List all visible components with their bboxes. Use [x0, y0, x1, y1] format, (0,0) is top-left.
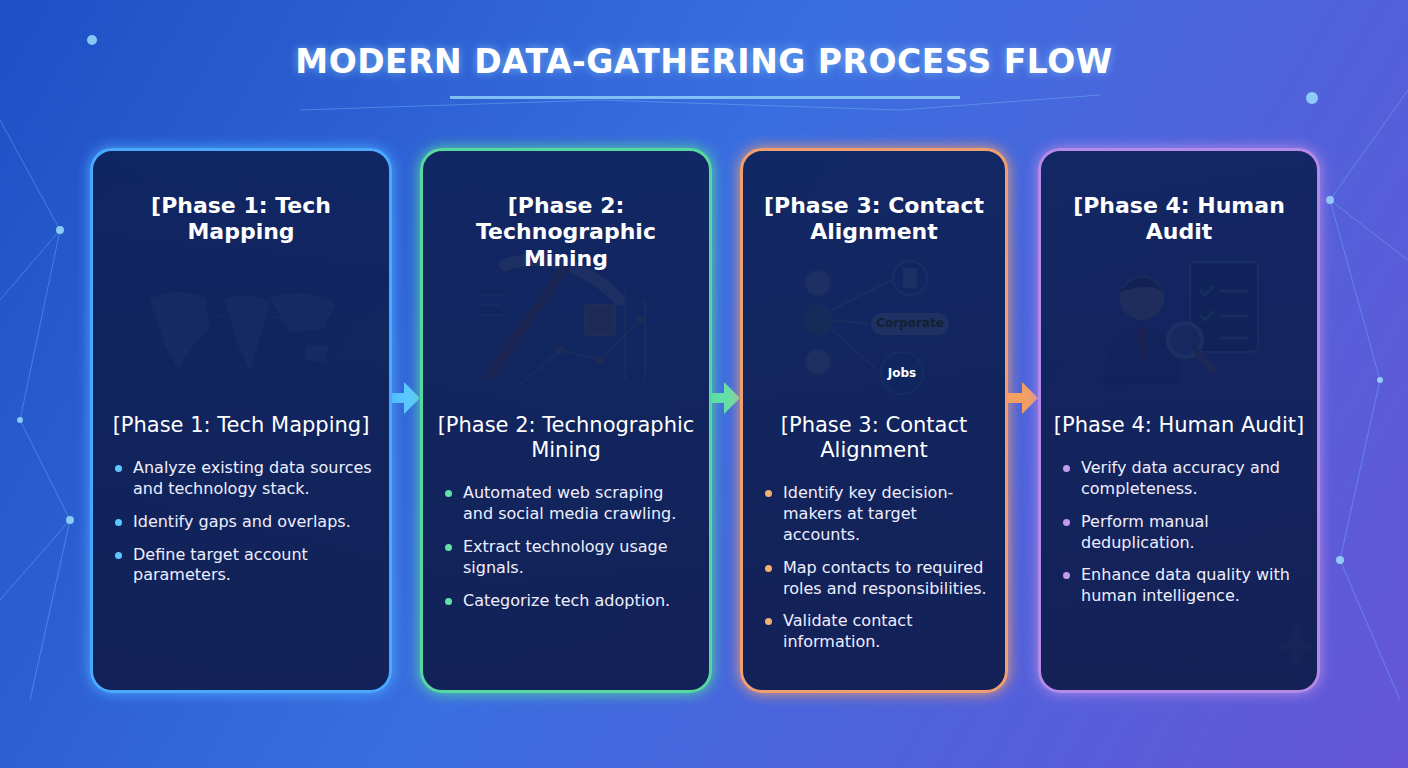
phase-subheading: [Phase 3: Contact Alignment — [753, 413, 995, 463]
bullet-text: Identify key decision-makers at target a… — [783, 483, 991, 545]
bullet-text: Perform manual deduplication. — [1081, 512, 1303, 554]
bullet-dot — [765, 490, 772, 497]
bullet-dot — [115, 465, 122, 472]
bullet-dot — [1063, 465, 1070, 472]
phase-heading: [Phase 1: Tech Mapping — [105, 193, 377, 246]
bullet-text: Identify gaps and overlaps. — [133, 512, 375, 533]
bullet-text: Validate contact information. — [783, 611, 991, 653]
bullet-dot — [765, 618, 772, 625]
flow-arrow — [1008, 382, 1038, 414]
phase-panel: [Phase 4: Human Audit [Phase 4: Human Aud… — [1038, 148, 1320, 693]
icon-label: Jobs — [884, 366, 920, 380]
phase-heading: [Phase 4: Human Audit — [1053, 193, 1305, 246]
bullet-text: Verify data accuracy and completeness. — [1081, 458, 1303, 500]
phase-heading: [Phase 2: Technographic Mining — [435, 193, 697, 272]
bullet-dot — [115, 552, 122, 559]
phase-panel: [Phase 1: Tech Mapping [Phase 1: Tech Map… — [90, 148, 392, 693]
bullet-dot — [115, 519, 122, 526]
bullet-dot — [445, 544, 452, 551]
bullet-text: Extract technology usage signals. — [463, 537, 695, 579]
phase-panel: [Phase 3: Contact Alignment [Phase 3: Con… — [740, 148, 1008, 693]
bullet-text: Automated web scraping and social media … — [463, 483, 695, 525]
diagram-title: MODERN DATA-GATHERING PROCESS FLOW — [0, 42, 1408, 81]
phase-heading: [Phase 3: Contact Alignment — [755, 193, 993, 246]
bullet-text: Map contacts to required roles and respo… — [783, 558, 991, 600]
bullet-dot — [1063, 572, 1070, 579]
icon-label: Corporate — [868, 316, 952, 330]
bullet-text: Analyze existing data sources and techno… — [133, 458, 375, 500]
flow-arrow — [392, 382, 420, 414]
bullet-text: Enhance data quality with human intellig… — [1081, 565, 1303, 607]
bullet-text: Define target account parameters. — [133, 545, 375, 587]
bullet-text: Categorize tech adoption. — [463, 591, 695, 612]
bullet-dot — [1063, 519, 1070, 526]
bullet-dot — [445, 598, 452, 605]
phase-subheading: [Phase 2: Technographic Mining — [433, 413, 699, 463]
phase-panel: [Phase 2: Technographic Mining [Phase 2: … — [420, 148, 712, 693]
bullet-dot — [445, 490, 452, 497]
phase-subheading: [Phase 1: Tech Mapping] — [103, 413, 379, 438]
flow-arrow — [712, 382, 740, 414]
phase-subheading: [Phase 4: Human Audit] — [1051, 413, 1307, 438]
bullet-dot — [765, 565, 772, 572]
